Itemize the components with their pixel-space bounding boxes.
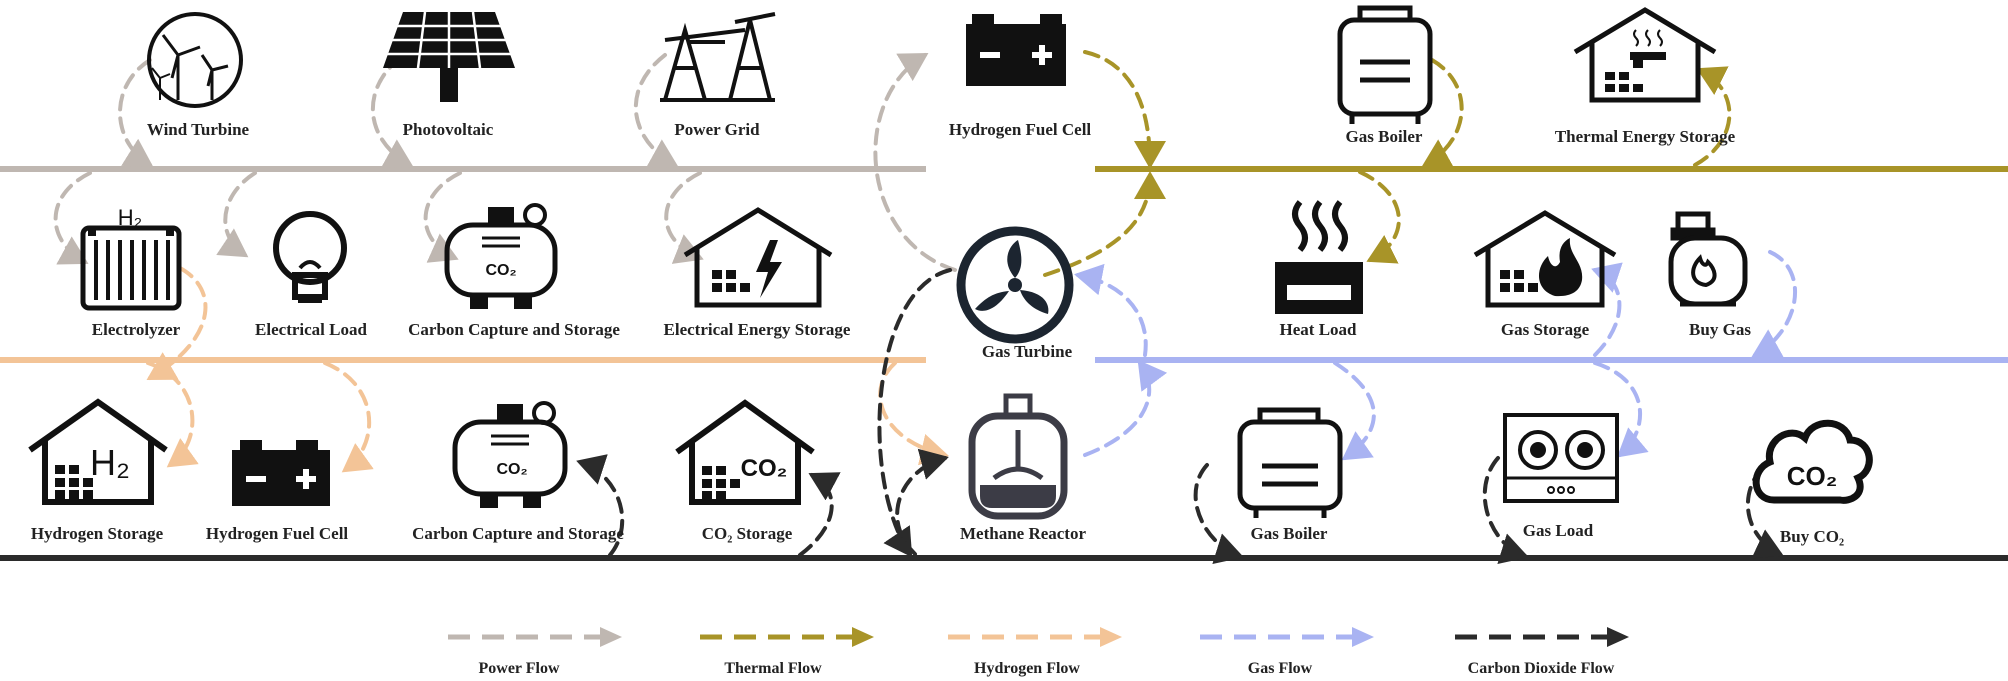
carbon-capture-tank-icon: CO₂ [444,203,558,309]
power-arrow [118,58,154,168]
label-electrical-energy-storage: Electrical Energy Storage [663,320,851,339]
label-power-grid: Power Grid [674,120,760,139]
hydrogen-arrow [146,361,199,468]
gas-stove-icon [1503,413,1619,503]
carbon-arrow [576,454,625,557]
power-arrow [873,52,957,272]
label-ccs-bottom: Carbon Capture and Storage [412,524,624,543]
co2-glyph: CO₂ [1787,461,1838,491]
power-arrow [216,171,257,258]
legend-hydrogen-label: Hydrogen Flow [974,660,1080,677]
power-arrow [633,53,679,168]
thermal-house-icon [1573,7,1717,103]
gas-boiler-icon [1337,5,1433,124]
gas-arrow [1591,262,1623,357]
power-arrow [664,171,704,264]
co2-glyph: CO₂ [485,262,516,279]
label-gas-turbine: Gas Turbine [981,342,1073,361]
gas-cylinder-icon [1668,211,1748,307]
label-gas-storage: Gas Storage [1500,320,1590,339]
flow-arrows [53,50,1797,565]
hydrogen-house-icon: H₂ [28,398,168,505]
co2-house-icon: CO₂ [675,399,815,505]
gas-arrow [1751,250,1797,358]
hydrogen-arrow [878,361,949,466]
label-hydrogen-storage: Hydrogen Storage [30,524,164,543]
legend-thermal-label: Thermal Flow [724,660,822,677]
power-arrow [53,171,92,265]
carbon-arrow [877,268,952,558]
gas-arrow [1593,361,1649,458]
gas-boiler-icon [1237,407,1343,518]
legend [448,627,1629,647]
legend-gas-label: Gas Flow [1247,660,1313,677]
co2-cloud-icon: CO₂ [1752,419,1873,504]
gas-arrow [1333,361,1376,461]
electric-house-icon [683,207,833,308]
label-buy-gas: Buy Gas [1689,320,1751,339]
co2-glyph: CO₂ [496,461,527,478]
hydrogen-arrow [146,266,208,381]
label-hydrogen-fuel-cell-top: Hydrogen Fuel Cell [948,120,1092,139]
power-tower-icon [660,12,776,102]
co2-glyph: CO₂ [741,455,788,482]
hydrogen-arrow [323,361,374,473]
wind-turbine-icon [147,12,243,108]
gas-arrow [1074,263,1148,357]
label-wind-turbine: Wind Turbine [146,120,250,139]
gas-turbine-icon [956,226,1074,344]
heat-load-icon [1275,200,1363,314]
power-arrow [423,171,462,263]
thermal-arrow [1358,170,1401,264]
label-methane-reactor: Methane Reactor [959,524,1087,543]
light-bulb-icon [273,211,347,303]
carbon-arrow [1482,456,1529,565]
label-electrical-load: Electrical Load [255,320,367,339]
label-gas-boiler-bottom: Gas Boiler [1250,524,1328,543]
carbon-arrow [1193,463,1244,565]
label-hydrogen-fuel-cell-bottom: Hydrogen Fuel Cell [205,524,349,543]
legend-carbon-label: Carbon Dioxide Flow [1467,660,1615,677]
label-photovoltaic: Photovoltaic [402,120,494,139]
label-ccs-mid: Carbon Capture and Storage [408,320,620,339]
label-gas-load: Gas Load [1522,521,1594,540]
label-electrolyzer: Electrolyzer [91,320,181,339]
gas-storage-house-icon [1473,210,1617,308]
h2-glyph: H₂ [90,442,130,483]
methane-reactor-icon [968,393,1068,520]
carbon-arrow [798,472,841,557]
label-co2-storage: CO₂ Storage [701,524,793,543]
carbon-arrow [895,448,949,556]
thermal-arrow [1083,50,1166,169]
label-buy-co2: Buy CO₂ [1779,527,1845,546]
thermal-arrow [1693,66,1732,167]
power-arrow [370,56,414,168]
battery-icon [232,440,330,506]
label-heat-load: Heat Load [1279,320,1357,339]
gas-arrow [1083,359,1168,457]
legend-power-label: Power Flow [478,660,560,677]
battery-icon [966,14,1066,86]
h2-glyph: H₂ [118,205,142,230]
solar-panel-icon [383,11,515,102]
thermal-arrow [1421,58,1464,168]
label-thermal-energy-storage: Thermal Energy Storage [1554,127,1736,146]
carbon-capture-tank-icon: CO₂ [452,401,568,508]
electrolyzer-icon: H₂ [80,205,182,311]
label-gas-boiler-top: Gas Boiler [1345,127,1423,146]
